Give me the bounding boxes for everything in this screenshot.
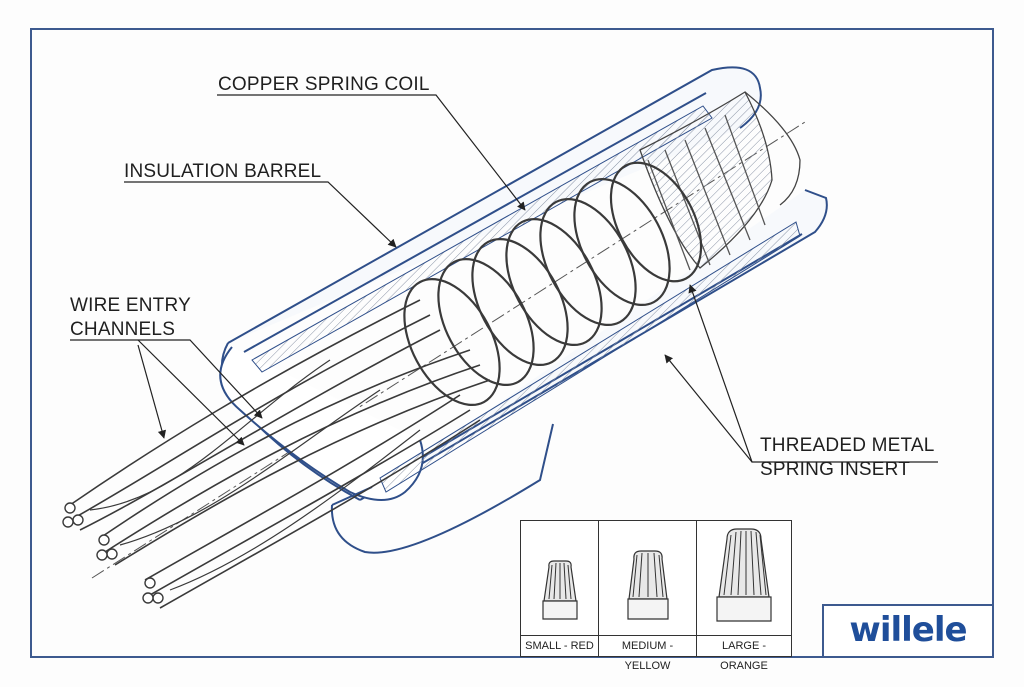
size-label-large: LARGE - ORANGE xyxy=(697,635,791,672)
callout-wire-entry-line1: WIRE ENTRY xyxy=(70,295,191,316)
copper-spring-coil xyxy=(403,161,703,407)
size-cell-medium: MEDIUM - YELLOW xyxy=(599,521,697,672)
callout-insulation-barrel: INSULATION BARREL xyxy=(124,161,322,182)
wire-ends xyxy=(62,502,164,604)
logo-text: willele xyxy=(849,610,967,650)
size-cell-large: LARGE - ORANGE xyxy=(697,521,791,672)
medium-cap-icon xyxy=(627,550,669,620)
callout-threaded-insert-line1: THREADED METAL xyxy=(760,435,935,456)
callout-copper-spring-coil: COPPER SPRING COIL xyxy=(218,74,430,95)
small-cap-icon xyxy=(542,560,578,620)
callout-wire-entry-line2: CHANNELS xyxy=(70,319,176,340)
size-label-medium: MEDIUM - YELLOW xyxy=(599,635,696,672)
drawing-frame xyxy=(30,28,994,658)
size-label-small: SMALL - RED xyxy=(521,635,598,656)
stranded-wires xyxy=(69,299,491,609)
threaded-metal-insert xyxy=(639,91,801,271)
callout-threaded-insert-line2: SPRING INSERT xyxy=(760,459,911,480)
size-legend: SMALL - RED MEDIUM - YELLOW LARGE - ORAN… xyxy=(520,520,792,672)
large-cap-icon xyxy=(716,528,772,622)
brand-logo: willele xyxy=(822,604,994,658)
size-cell-small: SMALL - RED xyxy=(521,521,599,656)
leader-lines xyxy=(70,94,938,463)
